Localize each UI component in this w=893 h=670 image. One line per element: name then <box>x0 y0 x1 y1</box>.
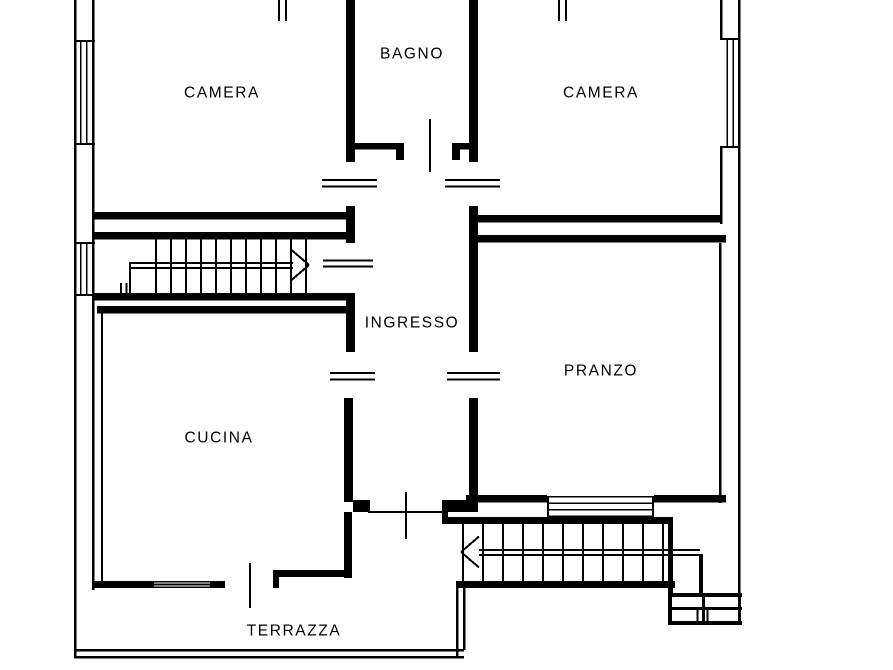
bagno-door-leaf <box>429 119 431 172</box>
doors <box>249 119 500 608</box>
terrazza-door-leaf <box>249 563 251 608</box>
window-left-top <box>74 40 95 145</box>
room-label-terrazza: TERRAZZA <box>246 622 342 640</box>
window-pranzo-bottom <box>547 496 654 518</box>
stair-direction-arrow-icon <box>290 248 310 282</box>
room-label-pranzo: PRANZO <box>563 362 639 380</box>
ingresso-door-leaf <box>405 492 407 539</box>
window-cucina-bottom <box>152 581 212 588</box>
lower-staircase <box>442 517 703 593</box>
room-label-bagno: BAGNO <box>380 45 444 63</box>
room-label-camera-right: CAMERA <box>563 84 639 102</box>
stair-direction-arrow-icon <box>460 535 480 569</box>
ingresso-door-sill <box>368 511 444 513</box>
room-label-camera-left: CAMERA <box>184 84 260 102</box>
upper-staircase <box>120 239 310 293</box>
room-label-ingresso: INGRESSO <box>364 314 460 332</box>
entry-door-leaf <box>706 608 709 621</box>
interior-walls <box>94 0 726 588</box>
window-left-stairs <box>74 242 95 296</box>
window-right-top <box>720 38 741 148</box>
entry-door-leaf <box>696 608 699 621</box>
entry-steps <box>668 593 742 625</box>
room-label-cucina: CUCINA <box>184 429 254 447</box>
